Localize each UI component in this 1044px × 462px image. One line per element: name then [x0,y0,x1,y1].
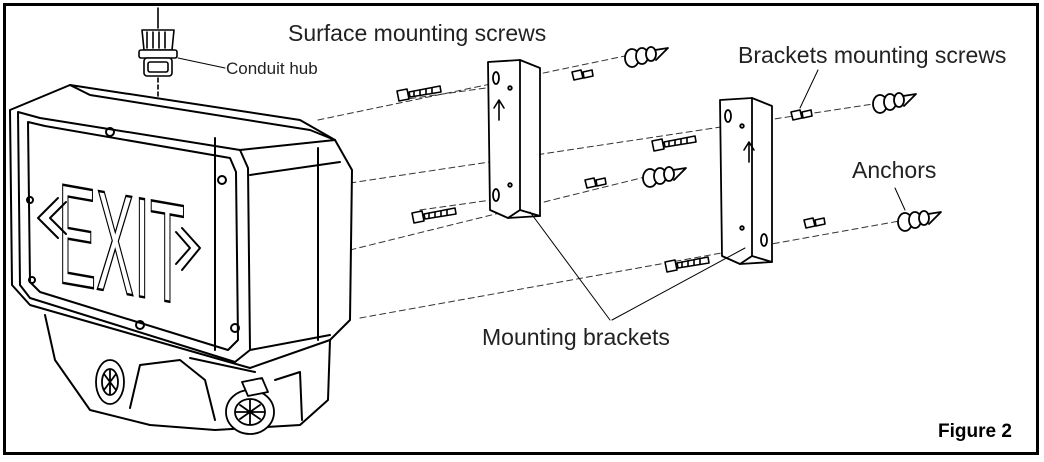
wall-anchors [624,46,942,232]
exit-chevrons [37,197,201,271]
brackets-mounting-screws [571,69,826,229]
exit-sign-housing [9,84,353,431]
label-conduit-hub: Conduit hub [226,59,318,78]
figure-caption: Figure 2 [938,421,1012,442]
mounting-brackets [487,59,773,321]
exit-text: EXIT [58,154,185,336]
label-brackets-mounting-screws: Brackets mounting screws [738,42,1007,68]
label-mounting-brackets: Mounting brackets [482,324,670,350]
conduit-hub [138,7,226,101]
label-anchors: Anchors [852,157,937,183]
lamp-heads [95,359,275,435]
surface-mounting-screws [396,85,710,273]
label-surface-mounting-screws: Surface mounting screws [288,20,547,46]
